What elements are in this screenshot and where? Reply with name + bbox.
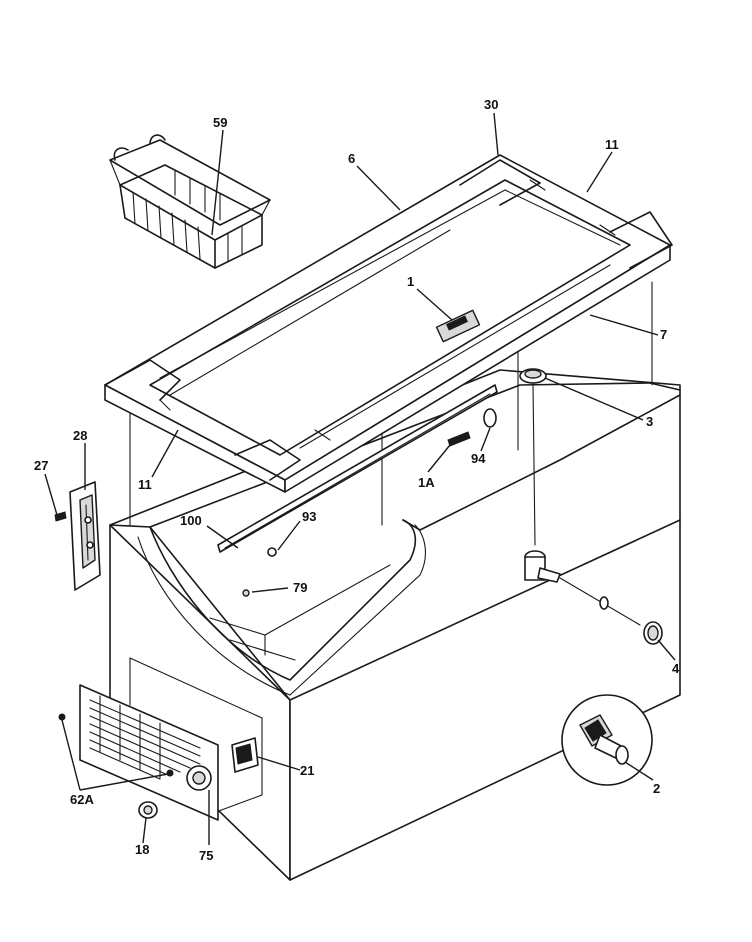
label-part-59: 59 <box>213 115 227 130</box>
cabinet-body <box>109 194 681 881</box>
leader-lines <box>44 112 676 845</box>
small-parts <box>447 408 497 447</box>
label-part-11-top: 11 <box>605 137 619 152</box>
detail-circle <box>561 694 653 786</box>
label-part-7: 7 <box>660 327 667 342</box>
label-part-79: 79 <box>293 580 307 595</box>
label-part-11-bottom: 11 <box>138 477 152 492</box>
label-part-28: 28 <box>73 428 87 443</box>
label-part-75: 75 <box>199 848 213 863</box>
label-part-30: 30 <box>484 97 498 112</box>
label-part-21: 21 <box>300 763 314 778</box>
label-part-2: 2 <box>653 781 660 796</box>
switch-box <box>231 737 259 773</box>
label-part-27: 27 <box>34 458 48 473</box>
label-part-93: 93 <box>302 509 316 524</box>
trim-strip <box>217 384 498 597</box>
label-part-94: 94 <box>471 451 486 466</box>
breaker-frame <box>104 154 673 493</box>
label-part-1: 1 <box>407 274 414 289</box>
drain-assembly <box>519 368 663 645</box>
front-grille <box>58 657 263 821</box>
label-part-3: 3 <box>646 414 653 429</box>
part-labels: 30 59 6 11 1 7 3 28 27 11 1A 94 100 93 7… <box>34 97 680 863</box>
label-part-1A: 1A <box>418 475 435 490</box>
wire-basket <box>109 134 271 269</box>
label-part-4: 4 <box>672 661 680 676</box>
label-part-6: 6 <box>348 151 355 166</box>
label-part-62A: 62A <box>70 792 94 807</box>
hinge-assembly <box>54 481 101 591</box>
label-part-18: 18 <box>135 842 149 857</box>
label-part-100: 100 <box>180 513 202 528</box>
